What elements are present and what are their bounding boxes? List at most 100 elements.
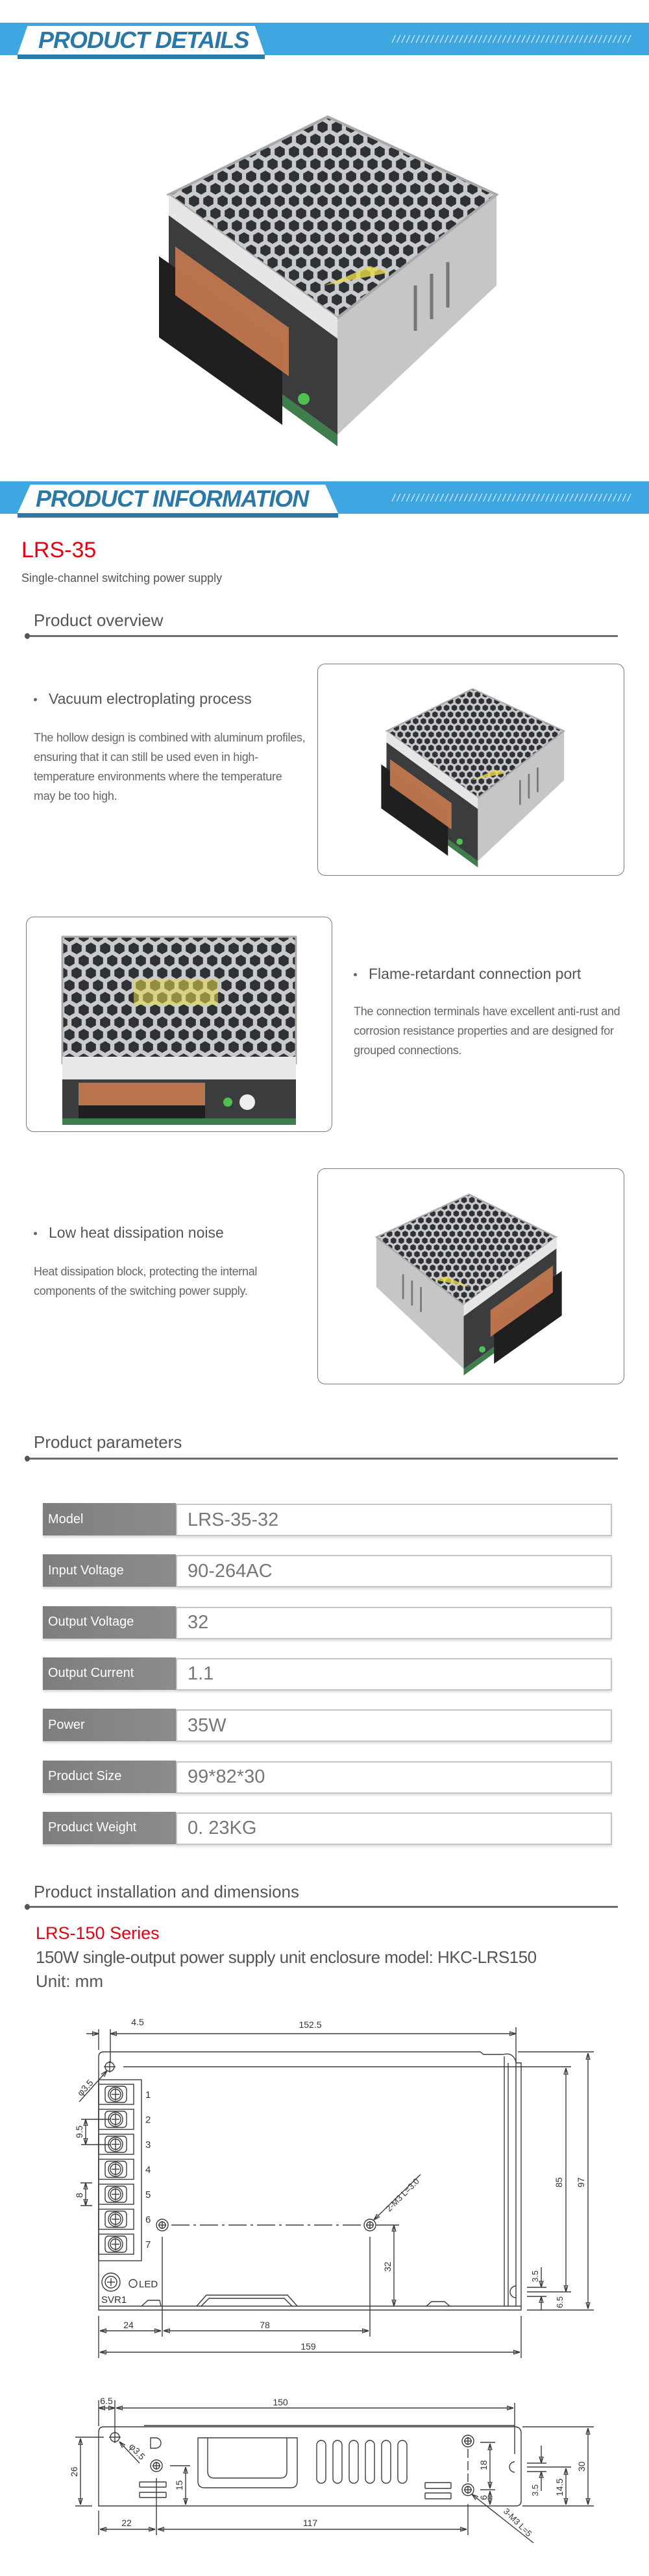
terminal-number: 3 <box>145 2139 151 2150</box>
dim-label: 78 <box>260 2320 270 2330</box>
dim-label: 152.5 <box>299 2019 321 2030</box>
feature-photo <box>317 664 624 876</box>
terminal-block: 1 2 3 4 5 6 7 <box>98 2084 151 2255</box>
parameter-value: 99*82*30 <box>176 1761 612 1794</box>
psu-photo <box>375 1193 563 1377</box>
terminal-number: 4 <box>145 2165 151 2176</box>
parameter-value: LRS-35-32 <box>176 1504 612 1536</box>
dim-label: 117 <box>303 2518 318 2528</box>
installation-heading: Product installation and dimensions <box>34 1882 300 1901</box>
info-tab: PRODUCT INFORMATION <box>18 485 338 513</box>
terminal: 4 <box>98 2158 151 2180</box>
dim-label: 24 <box>123 2320 134 2330</box>
feature-photo <box>317 1168 624 1384</box>
dim-label: 26 <box>69 2466 79 2477</box>
feature-title: Vacuum electroplating process <box>34 690 252 708</box>
mount-hole <box>104 2061 116 2073</box>
product-model-title: LRS-35 <box>21 538 97 562</box>
details-tab: PRODUCT DETAILS <box>18 26 265 54</box>
feature-title: Flame-retardant connection port <box>354 965 581 983</box>
bullet-icon <box>354 973 357 977</box>
vent-slot <box>365 2440 375 2484</box>
feature-description: Heat dissipation block, protecting the i… <box>34 1265 258 1297</box>
vent-slots <box>316 2440 408 2484</box>
parameter-value: 32 <box>176 1606 612 1639</box>
dim-label: 4.5 <box>131 2017 144 2027</box>
svr-potentiometer <box>101 2272 121 2292</box>
terminal-number: 2 <box>145 2115 151 2126</box>
dim-label: 22 <box>121 2518 132 2528</box>
dim-label: 3.5 <box>530 2270 540 2282</box>
installation-divider <box>25 1904 618 1910</box>
parameter-value: 0. 23KG <box>176 1812 612 1845</box>
parameter-label: Product Size <box>43 1760 176 1793</box>
feature-description: The connection terminals have excellent … <box>354 1005 620 1057</box>
bullet-icon <box>34 1232 37 1236</box>
vent-slot <box>316 2440 326 2484</box>
terminal-number: 5 <box>145 2189 151 2200</box>
parameter-label: Input Voltage <box>43 1554 176 1587</box>
dim-label: 6.5 <box>100 2396 113 2406</box>
overview-heading: Product overview <box>34 610 164 630</box>
dim-label: 14.5 <box>554 2479 565 2496</box>
overview-divider <box>25 633 618 639</box>
dim-label: 3.5 <box>530 2485 540 2496</box>
side-view-drawing: 6.5 150 φ3.5 26 15 18 6 3-M3 L=5 <box>69 2396 594 2544</box>
feature-photo <box>26 917 332 1132</box>
mount-hole <box>363 2219 376 2232</box>
terminal-number: 6 <box>145 2215 151 2226</box>
vent-slot <box>349 2440 359 2484</box>
psu-photo <box>380 688 565 869</box>
banner-hatching <box>391 35 635 43</box>
dim-label: 18 <box>478 2460 489 2470</box>
dim-label: 85 <box>554 2177 564 2187</box>
dim-label: 150 <box>273 2397 288 2407</box>
bullet-icon <box>34 698 37 702</box>
parameters-heading: Product parameters <box>34 1432 182 1452</box>
parameter-label: Output Voltage <box>43 1606 176 1639</box>
parameters-divider <box>25 1456 618 1462</box>
unit-note: Unit: mm <box>36 1971 103 1991</box>
dim-label: 3-M3 L=5 <box>502 2507 534 2539</box>
mount-hole <box>150 2459 163 2472</box>
terminal: 7 <box>98 2233 151 2255</box>
banner-hatching <box>391 494 635 501</box>
product-subtitle: Single-channel switching power supply <box>21 572 223 584</box>
dim-label: φ3.5 <box>127 2441 147 2462</box>
parameter-value: 1.1 <box>176 1657 612 1691</box>
dim-label: 9.5 <box>74 2125 84 2138</box>
terminal: 6 <box>98 2208 151 2230</box>
dim-label: 159 <box>300 2341 316 2352</box>
details-tab-underline <box>18 54 265 59</box>
psu-photo <box>27 917 332 1131</box>
vent-slot <box>397 2440 408 2484</box>
svr-label: SVR1 <box>101 2294 127 2305</box>
parameter-label: Output Current <box>43 1657 176 1690</box>
parameter-label: Product Weight <box>43 1811 176 1844</box>
parameter-label: Power <box>43 1709 176 1742</box>
mount-hole <box>156 2219 169 2232</box>
led-indicator <box>129 2279 138 2288</box>
dim-label: 6.5 <box>555 2296 565 2308</box>
terminal: 1 <box>98 2084 151 2105</box>
series-description: 150W single-output power supply unit enc… <box>36 1947 537 1967</box>
parameter-value: 90-264AC <box>176 1555 612 1588</box>
info-title: PRODUCT INFORMATION <box>36 485 309 512</box>
mount-hole <box>461 2483 474 2496</box>
terminal: 5 <box>98 2184 151 2205</box>
terminal-number: 7 <box>145 2239 151 2250</box>
vent-slot <box>332 2440 343 2484</box>
dim-label: 30 <box>576 2461 587 2472</box>
feature-title: Low heat dissipation noise <box>34 1224 224 1242</box>
vent-slot <box>381 2440 391 2484</box>
dim-label: 32 <box>382 2261 393 2272</box>
details-title: PRODUCT DETAILS <box>38 27 249 53</box>
